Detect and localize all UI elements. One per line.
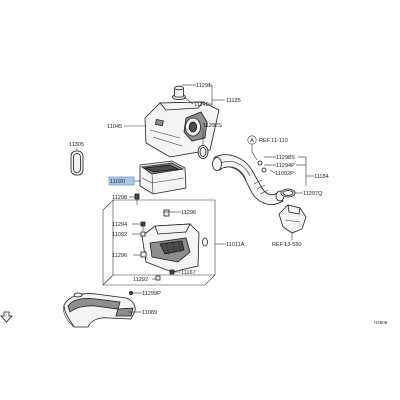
label-11142[interactable]: 11142: [194, 102, 209, 108]
bolt-part: [134, 193, 140, 205]
resonator-duct-part: [278, 204, 307, 234]
part-labels: 11291 11135 11142 11045 11297S REF.11-11…: [69, 83, 388, 325]
grommet-left-part: [140, 251, 147, 258]
label-11294p[interactable]: 11294P: [276, 163, 295, 169]
mount-bolt-parts: [140, 221, 146, 237]
label-11298[interactable]: 11298: [112, 195, 127, 201]
intake-hose-part: [212, 154, 285, 205]
label-11294[interactable]: 11294: [112, 222, 127, 228]
label-11292[interactable]: 11292: [133, 277, 148, 283]
air-cleaner-lower-case-part: [141, 223, 208, 273]
air-intake-duct-part: [63, 292, 136, 328]
cap-plug-part: [172, 85, 186, 101]
grommet-part: [163, 209, 170, 217]
label-11092p[interactable]: 11092P: [275, 171, 294, 177]
ring-clamp-part: [280, 188, 296, 198]
leader-lines: [76, 84, 314, 313]
label-11089[interactable]: 11089: [142, 310, 157, 316]
label-ref-13-550[interactable]: REF.13-550: [272, 242, 302, 248]
label-11092[interactable]: 11092: [112, 232, 127, 238]
label-11020[interactable]: 11020: [110, 179, 125, 185]
label-11045[interactable]: 11045: [107, 124, 122, 130]
air-filter-element-part: [139, 160, 187, 195]
label-11297s[interactable]: 11297S: [203, 123, 222, 129]
hose-clamp-part: [197, 145, 209, 159]
diagram-code: H2505: [374, 320, 388, 325]
label-11299p[interactable]: 11299P: [142, 291, 161, 297]
air-cleaner-upper-cover-part: [144, 101, 220, 158]
front-direction-icon: [0, 311, 13, 323]
label-ref-11-110[interactable]: REF.11-110: [259, 138, 288, 144]
label-11298s[interactable]: 11298S: [276, 155, 295, 161]
label-11297q[interactable]: 11297Q: [303, 191, 323, 197]
svg-text:A: A: [250, 138, 254, 144]
label-11296-top[interactable]: 11296: [181, 210, 196, 216]
gasket-part: [70, 150, 84, 176]
label-11011a[interactable]: 11011A: [226, 242, 245, 248]
lower-case-group: [102, 199, 216, 286]
label-11291[interactable]: 11291: [196, 83, 211, 89]
label-11167[interactable]: 11167: [181, 270, 196, 276]
label-11135[interactable]: 11135: [226, 98, 241, 104]
label-11305[interactable]: 11305: [69, 142, 84, 148]
screw-part: [129, 291, 133, 295]
highlight-11020: [108, 176, 135, 186]
label-11184[interactable]: 11184: [314, 174, 329, 180]
label-11296-left[interactable]: 11296: [112, 253, 127, 259]
callout-a-marker: A: [247, 135, 257, 145]
